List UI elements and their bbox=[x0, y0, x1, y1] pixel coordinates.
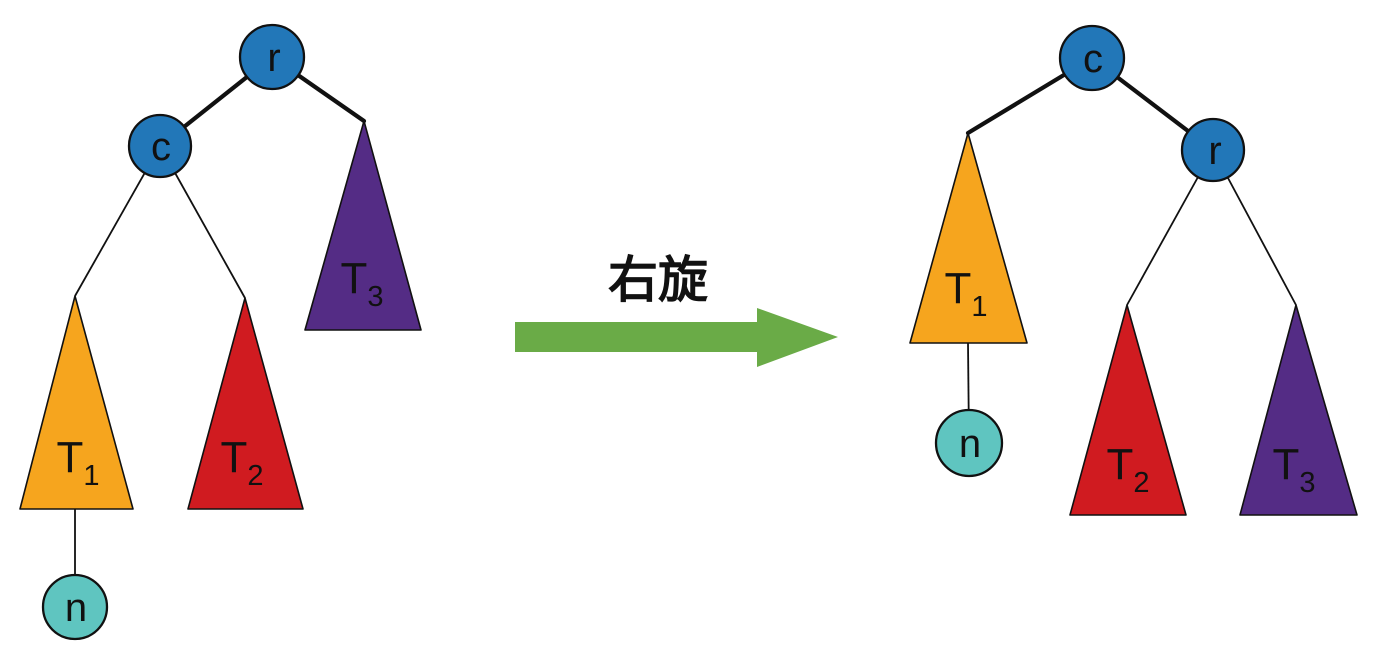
left-subtree-t2-triangle bbox=[187, 297, 304, 510]
left-subtree-t2-label: T2 bbox=[220, 433, 263, 492]
left-subtree-t3-triangle bbox=[304, 120, 422, 331]
right-subtree-t2-triangle bbox=[1069, 304, 1187, 516]
left-t3-label-sub: 3 bbox=[367, 281, 383, 313]
right-subtree-t3-triangle bbox=[1239, 304, 1358, 516]
left-t1-label-main: T bbox=[56, 433, 83, 482]
right-t3-label-sub: 3 bbox=[1299, 467, 1315, 499]
left-new-node bbox=[41, 573, 109, 641]
right-subtree-t2-label: T2 bbox=[1106, 440, 1149, 499]
left-t1-label-sub: 1 bbox=[83, 460, 99, 492]
right-subtree-t1-triangle bbox=[909, 132, 1028, 344]
right-t3-label-main: T bbox=[1272, 440, 1299, 489]
left-t2-label-sub: 2 bbox=[247, 460, 263, 492]
rotation-label: 右旋 bbox=[608, 252, 708, 308]
right-new-node-label: n bbox=[959, 422, 981, 466]
left-subtree-t1-triangle bbox=[19, 295, 134, 510]
right-child-node bbox=[1180, 117, 1246, 183]
left-root-node bbox=[238, 23, 306, 91]
right-arrow-icon bbox=[515, 308, 838, 367]
left-tree: T1 T2 T3 r c n bbox=[19, 23, 422, 641]
left-new-node-label: n bbox=[65, 586, 87, 630]
right-root-node bbox=[1058, 24, 1126, 92]
left-root-node-label: r bbox=[267, 36, 280, 80]
left-subtree-t3-label: T3 bbox=[340, 254, 383, 313]
right-new-node bbox=[934, 408, 1004, 478]
right-t2-label-main: T bbox=[1106, 440, 1133, 489]
right-root-node-label: c bbox=[1083, 37, 1103, 81]
right-t1-label-main: T bbox=[944, 264, 971, 313]
right-subtree-t3-label: T3 bbox=[1272, 440, 1315, 499]
right-child-node-label: r bbox=[1208, 129, 1221, 173]
rotation-arrow-group: 右旋 bbox=[515, 252, 838, 367]
right-subtree-t1-label: T1 bbox=[944, 264, 987, 323]
right-t1-label-sub: 1 bbox=[971, 291, 987, 323]
left-subtree-t1-label: T1 bbox=[56, 433, 99, 492]
left-child-node bbox=[127, 113, 193, 179]
left-child-node-label: c bbox=[151, 125, 171, 169]
left-t2-label-main: T bbox=[220, 433, 247, 482]
right-tree: T1 T2 T3 c r n bbox=[909, 24, 1358, 516]
left-t3-label-main: T bbox=[340, 254, 367, 303]
right-t2-label-sub: 2 bbox=[1133, 467, 1149, 499]
